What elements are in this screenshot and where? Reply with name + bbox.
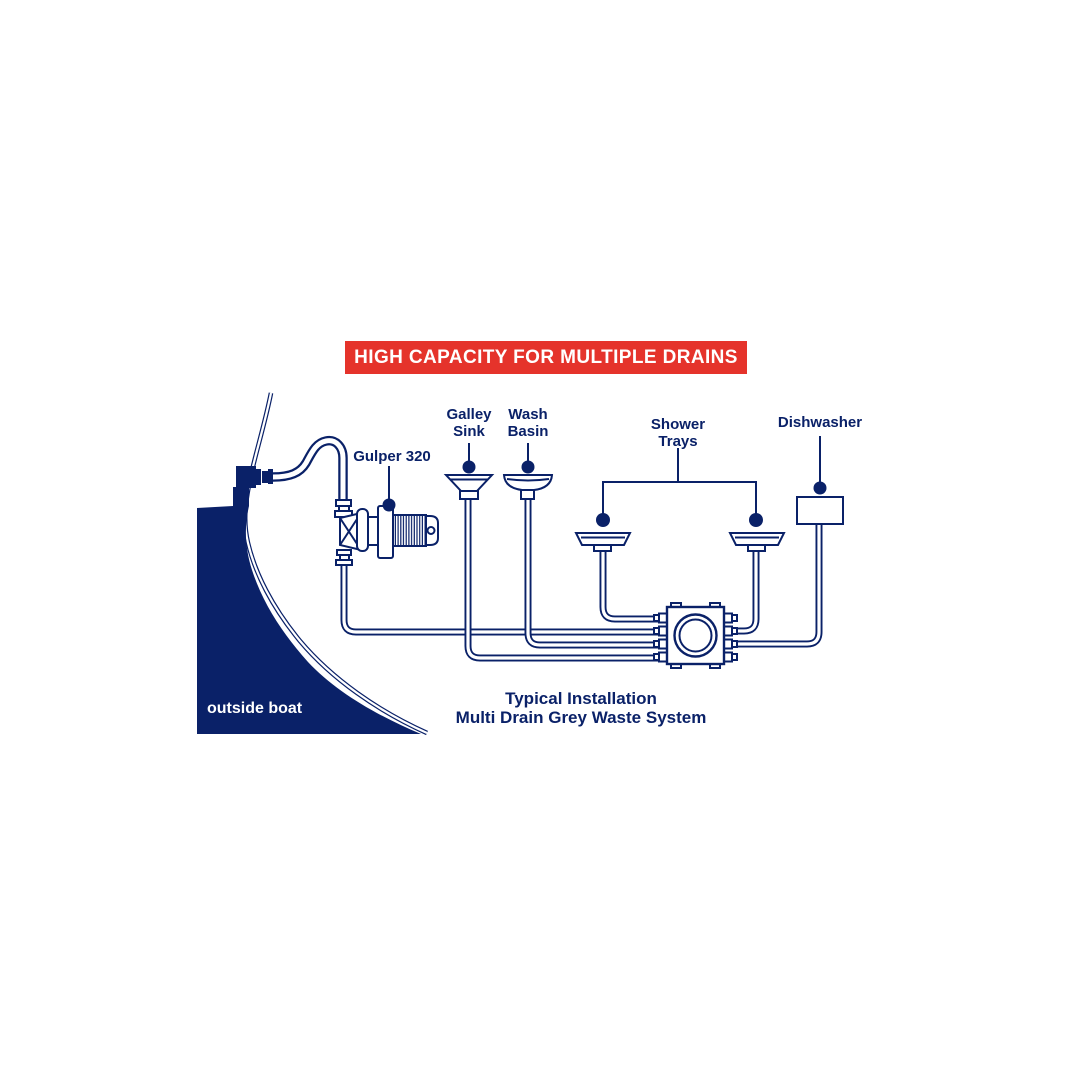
- pointer-dot-icon: [382, 498, 396, 512]
- pipe-shower-right: [726, 549, 760, 635]
- discharge-hose-loop-icon: [272, 435, 348, 502]
- headline-banner: HIGH CAPACITY FOR MULTIPLE DRAINS: [345, 341, 747, 374]
- pointer-lines: [382, 436, 827, 527]
- label-outside-boat: outside boat: [207, 700, 303, 717]
- boat-hull-icon: [197, 487, 421, 734]
- through-hull-fitting-icon: [236, 466, 273, 488]
- pointer-dot-icon: [462, 460, 476, 474]
- headline-text: HIGH CAPACITY FOR MULTIPLE DRAINS: [354, 346, 738, 368]
- shower-tray-left-icon: [574, 532, 632, 552]
- pipe-shower-left: [599, 549, 666, 623]
- label-gulper-320: Gulper 320: [353, 448, 431, 465]
- pointer-dot-icon: [596, 513, 610, 527]
- pipe-pump-suction: [340, 558, 666, 636]
- pipe-wash-basin: [524, 496, 666, 649]
- label-wash-basin: Wash Basin: [507, 406, 549, 440]
- label-dishwasher: Dishwasher: [777, 414, 863, 431]
- label-galley-sink: Galley Sink: [446, 406, 492, 440]
- pointer-dot-icon: [813, 481, 827, 495]
- hull-curve-line: [242, 392, 428, 736]
- pipe-galley-sink: [464, 496, 666, 662]
- diagram-caption: Typical Installation Multi Drain Grey Wa…: [455, 689, 707, 727]
- pump-icon: [334, 499, 439, 566]
- shower-tray-right-icon: [728, 532, 786, 552]
- manifold-icon: [653, 602, 738, 669]
- wash-basin-drain-icon: [502, 474, 554, 500]
- pipe-dishwasher: [726, 524, 823, 648]
- label-shower-trays: Shower Trays: [650, 416, 706, 450]
- pointer-dot-icon: [521, 460, 535, 474]
- dishwasher-box-icon: [796, 496, 844, 525]
- pointer-dot-icon: [749, 513, 763, 527]
- galley-sink-drain-icon: [443, 474, 495, 500]
